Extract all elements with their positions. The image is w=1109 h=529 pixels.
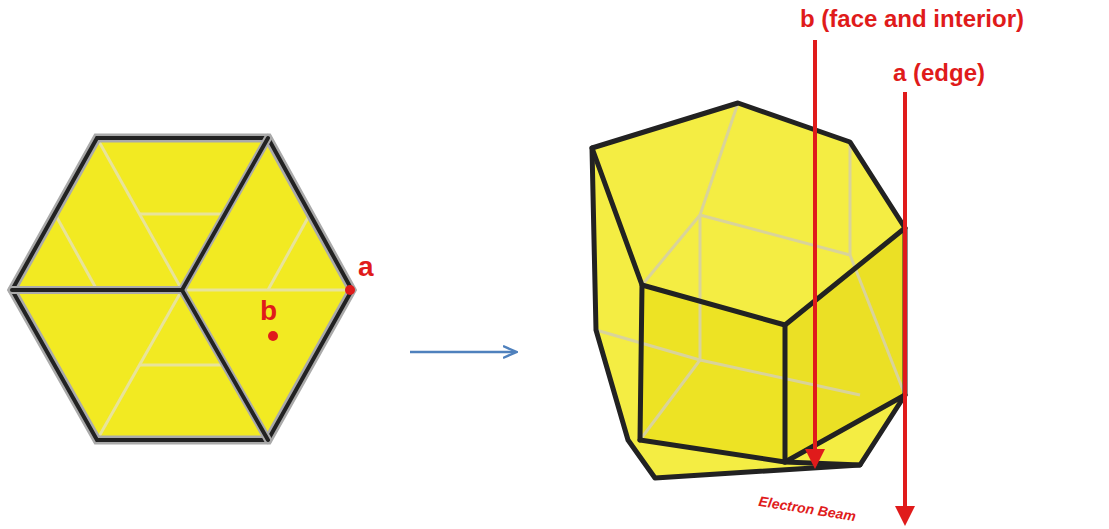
point-b [268, 331, 278, 341]
beam-label: b (face and interior) [800, 6, 1024, 32]
point-a [345, 285, 355, 295]
beam-label: a (edge) [893, 60, 985, 86]
point-label: a [358, 252, 374, 283]
dodecahedron-view [592, 103, 905, 478]
hexagon-view [12, 138, 355, 440]
beam-line-a [903, 92, 907, 522]
beam-line-b [813, 40, 817, 465]
beam-caption: Electron Beam [758, 494, 857, 525]
point-label: b [260, 296, 277, 327]
transform-arrow [410, 351, 515, 354]
